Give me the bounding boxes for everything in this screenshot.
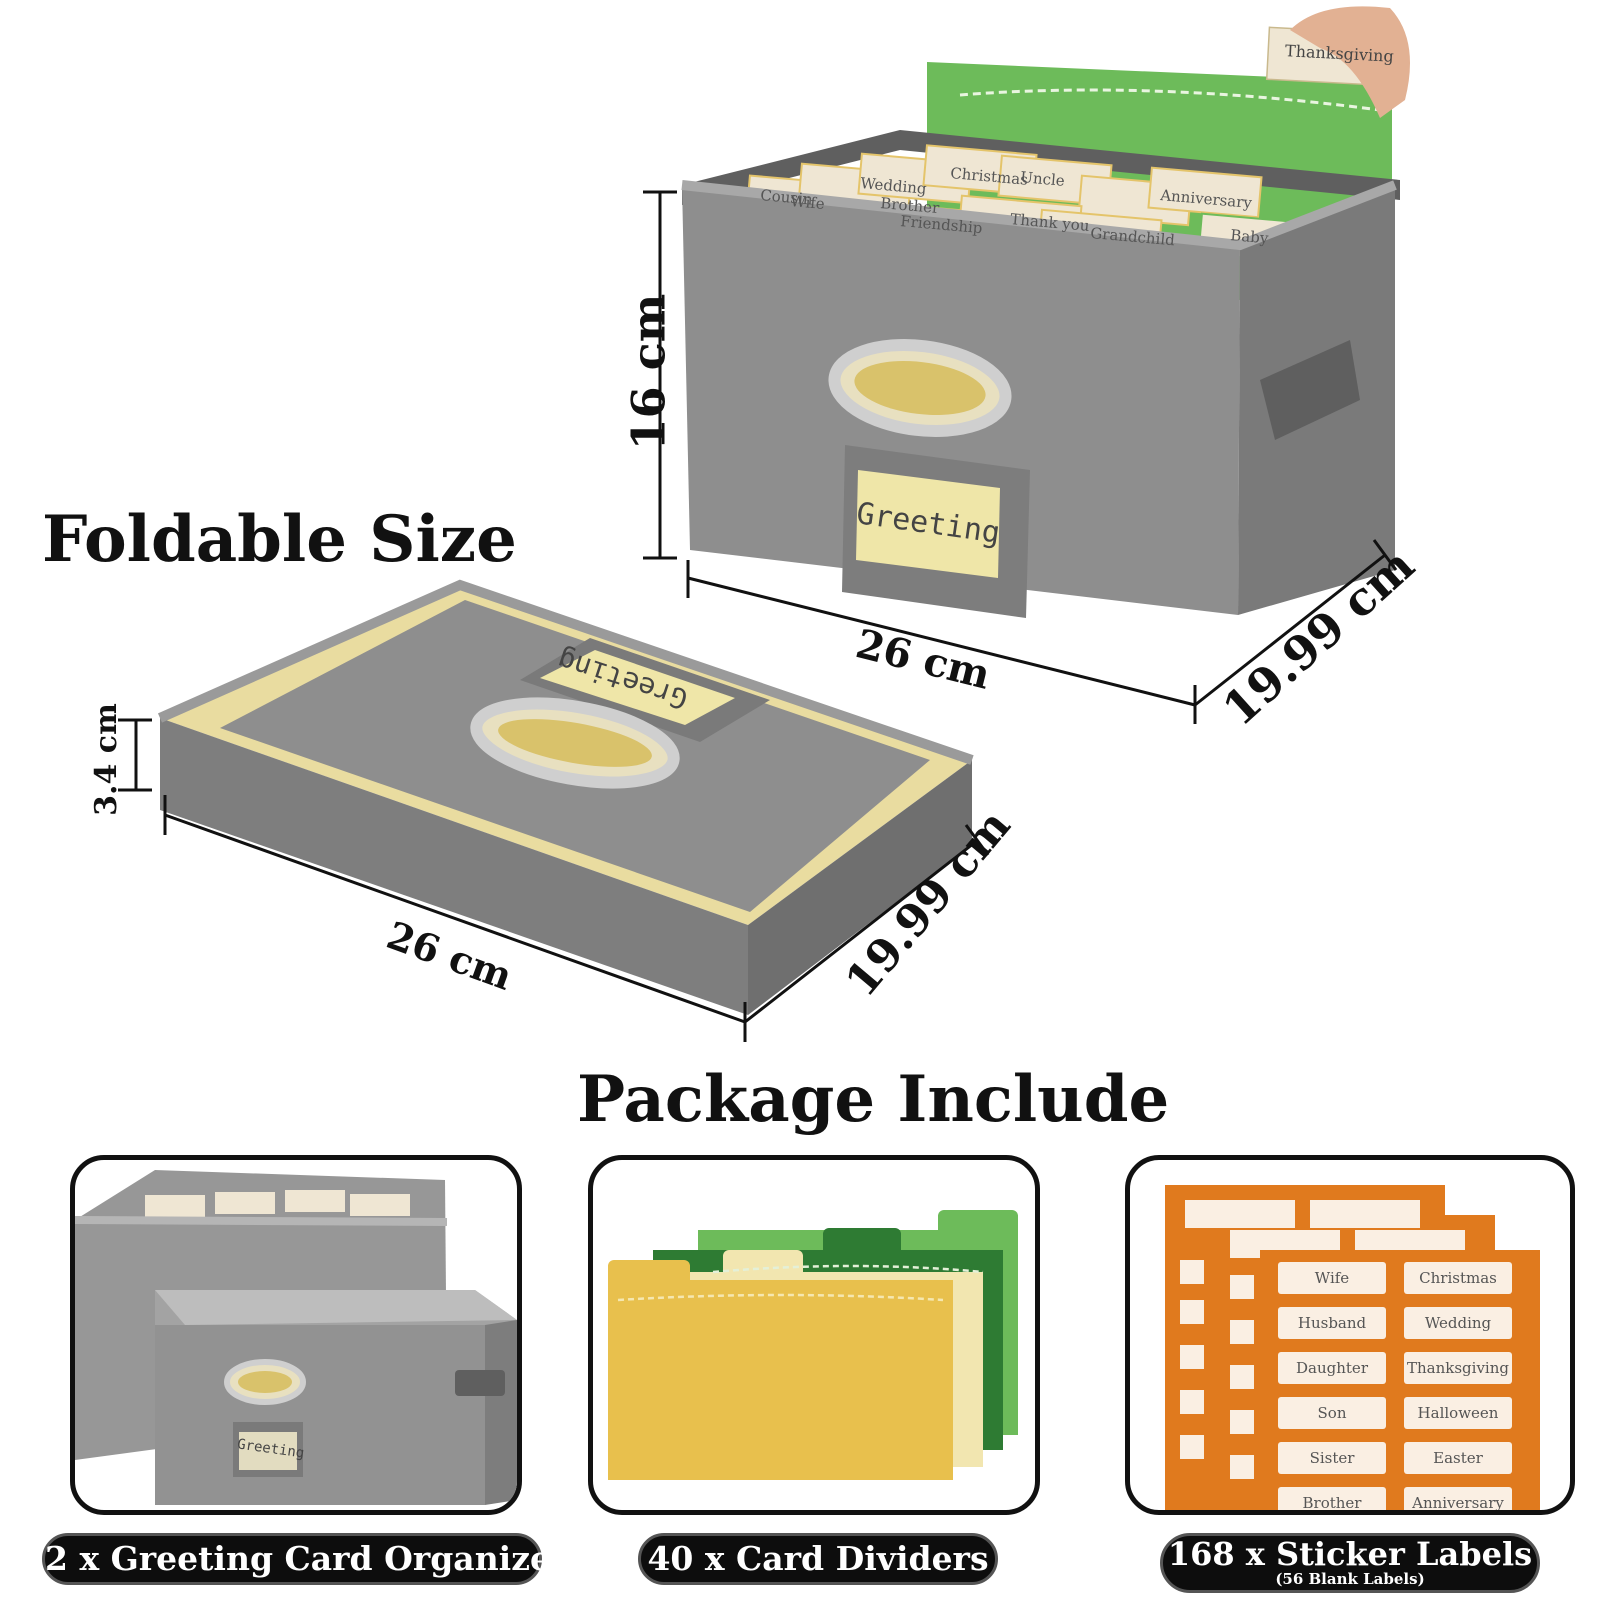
foldable-size-title: Foldable Size [42, 502, 517, 577]
sticker-label: Christmas [1404, 1262, 1512, 1294]
dividers-panel [588, 1155, 1040, 1515]
stickers-caption-text: 168 x Sticker Labels [1167, 1535, 1533, 1573]
sticker-label: Halloween [1404, 1397, 1512, 1429]
card-dividers-image [608, 1210, 1018, 1480]
package-include-title: Package Include [577, 1062, 1170, 1137]
dividers-caption: 40 x Card Dividers [638, 1533, 998, 1585]
dividers-caption-text: 40 x Card Dividers [647, 1539, 989, 1578]
stickers-panel: Wife Husband Daughter Son Sister Brother… [1125, 1155, 1575, 1515]
folded-box-height-label: 3.4 cm [88, 703, 124, 816]
sticker-label: Sister [1278, 1442, 1386, 1474]
inside-tab-label: Cousin [760, 186, 814, 209]
sticker-label: Anniversary [1404, 1487, 1512, 1510]
folded-organizer-box [118, 579, 990, 1042]
sticker-label: Son [1278, 1397, 1386, 1429]
inside-tab-label: Baby [1230, 226, 1270, 247]
sticker-label: Brother [1278, 1487, 1386, 1510]
sticker-label: Thanksgiving [1404, 1352, 1512, 1384]
organizer-panel: Greeting [70, 1155, 522, 1515]
inside-tab-label: Uncle [1020, 168, 1066, 190]
sticker-label: Easter [1404, 1442, 1512, 1474]
organizer-caption: 2 x Greeting Card Organizer [42, 1533, 569, 1585]
stickers-caption-subtext: (56 Blank Labels) [1275, 1570, 1425, 1588]
organizer-caption-text: 2 x Greeting Card Organizer [45, 1539, 569, 1578]
inside-tab-label: Brother [880, 194, 941, 217]
inside-tab-label: Wife [790, 192, 826, 213]
stickers-caption: 168 x Sticker Labels (56 Blank Labels) [1160, 1533, 1540, 1593]
sticker-label: Husband [1278, 1307, 1386, 1339]
sticker-label: Wife [1278, 1262, 1386, 1294]
organizer-boxes-image [75, 1170, 517, 1505]
sticker-label: Wedding [1404, 1307, 1512, 1339]
open-box-height-label: 16 cm [621, 293, 676, 451]
inside-tab-label: Wedding [860, 174, 928, 198]
sticker-label: Daughter [1278, 1352, 1386, 1384]
